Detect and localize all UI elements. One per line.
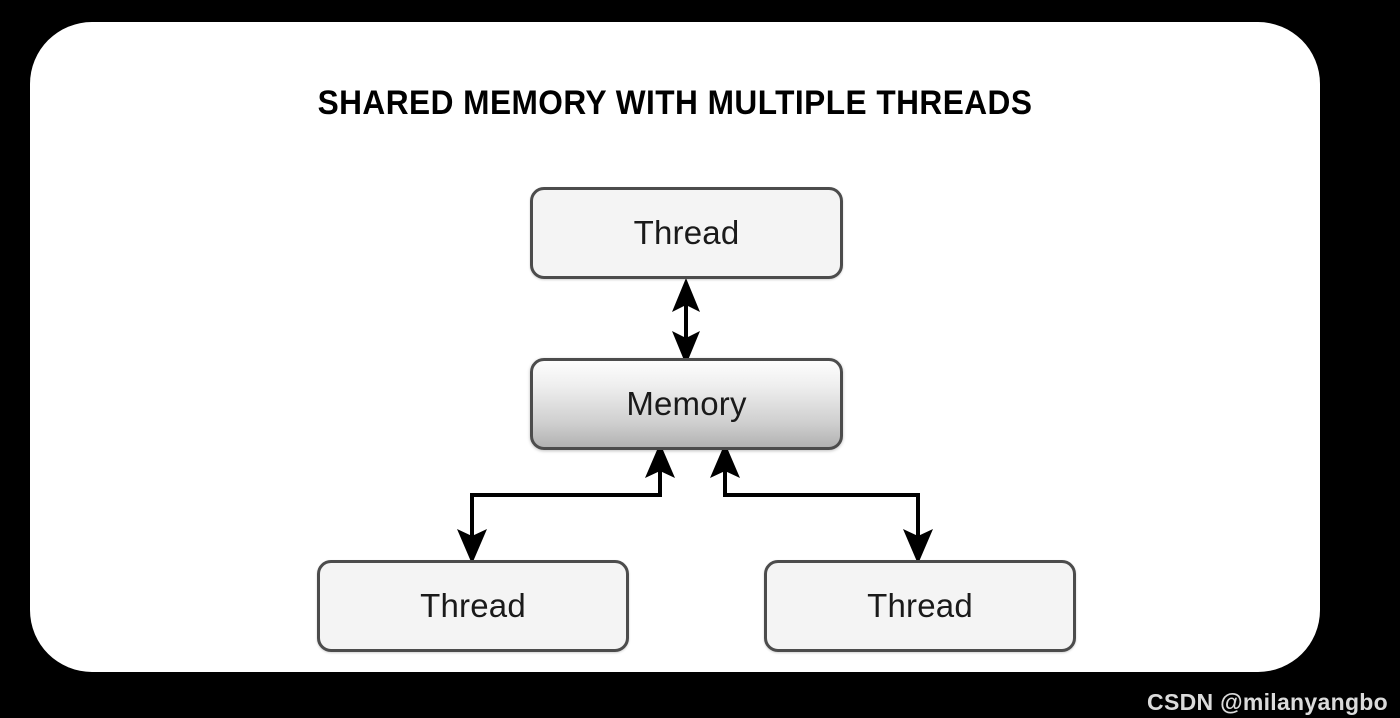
connector-layer: Memory --> left Thread --> right Thread … [457,278,933,564]
diagram-title: SHARED MEMORY WITH MULTIPLE THREADS [317,84,1033,122]
watermark-text: CSDN @milanyangbo [1147,689,1388,715]
connector-memory-thread-right [710,443,933,564]
diagram-card: SHARED MEMORY WITH MULTIPLE THREADS Memo… [30,22,1320,672]
node-memory[interactable]: Memory [530,358,843,450]
node-thread-left[interactable]: Thread [317,560,629,652]
connector-memory-thread-left [457,443,675,564]
node-thread-top[interactable]: Thread [530,187,843,279]
connector-thread-top-memory [672,278,700,365]
node-thread-right[interactable]: Thread [764,560,1076,652]
